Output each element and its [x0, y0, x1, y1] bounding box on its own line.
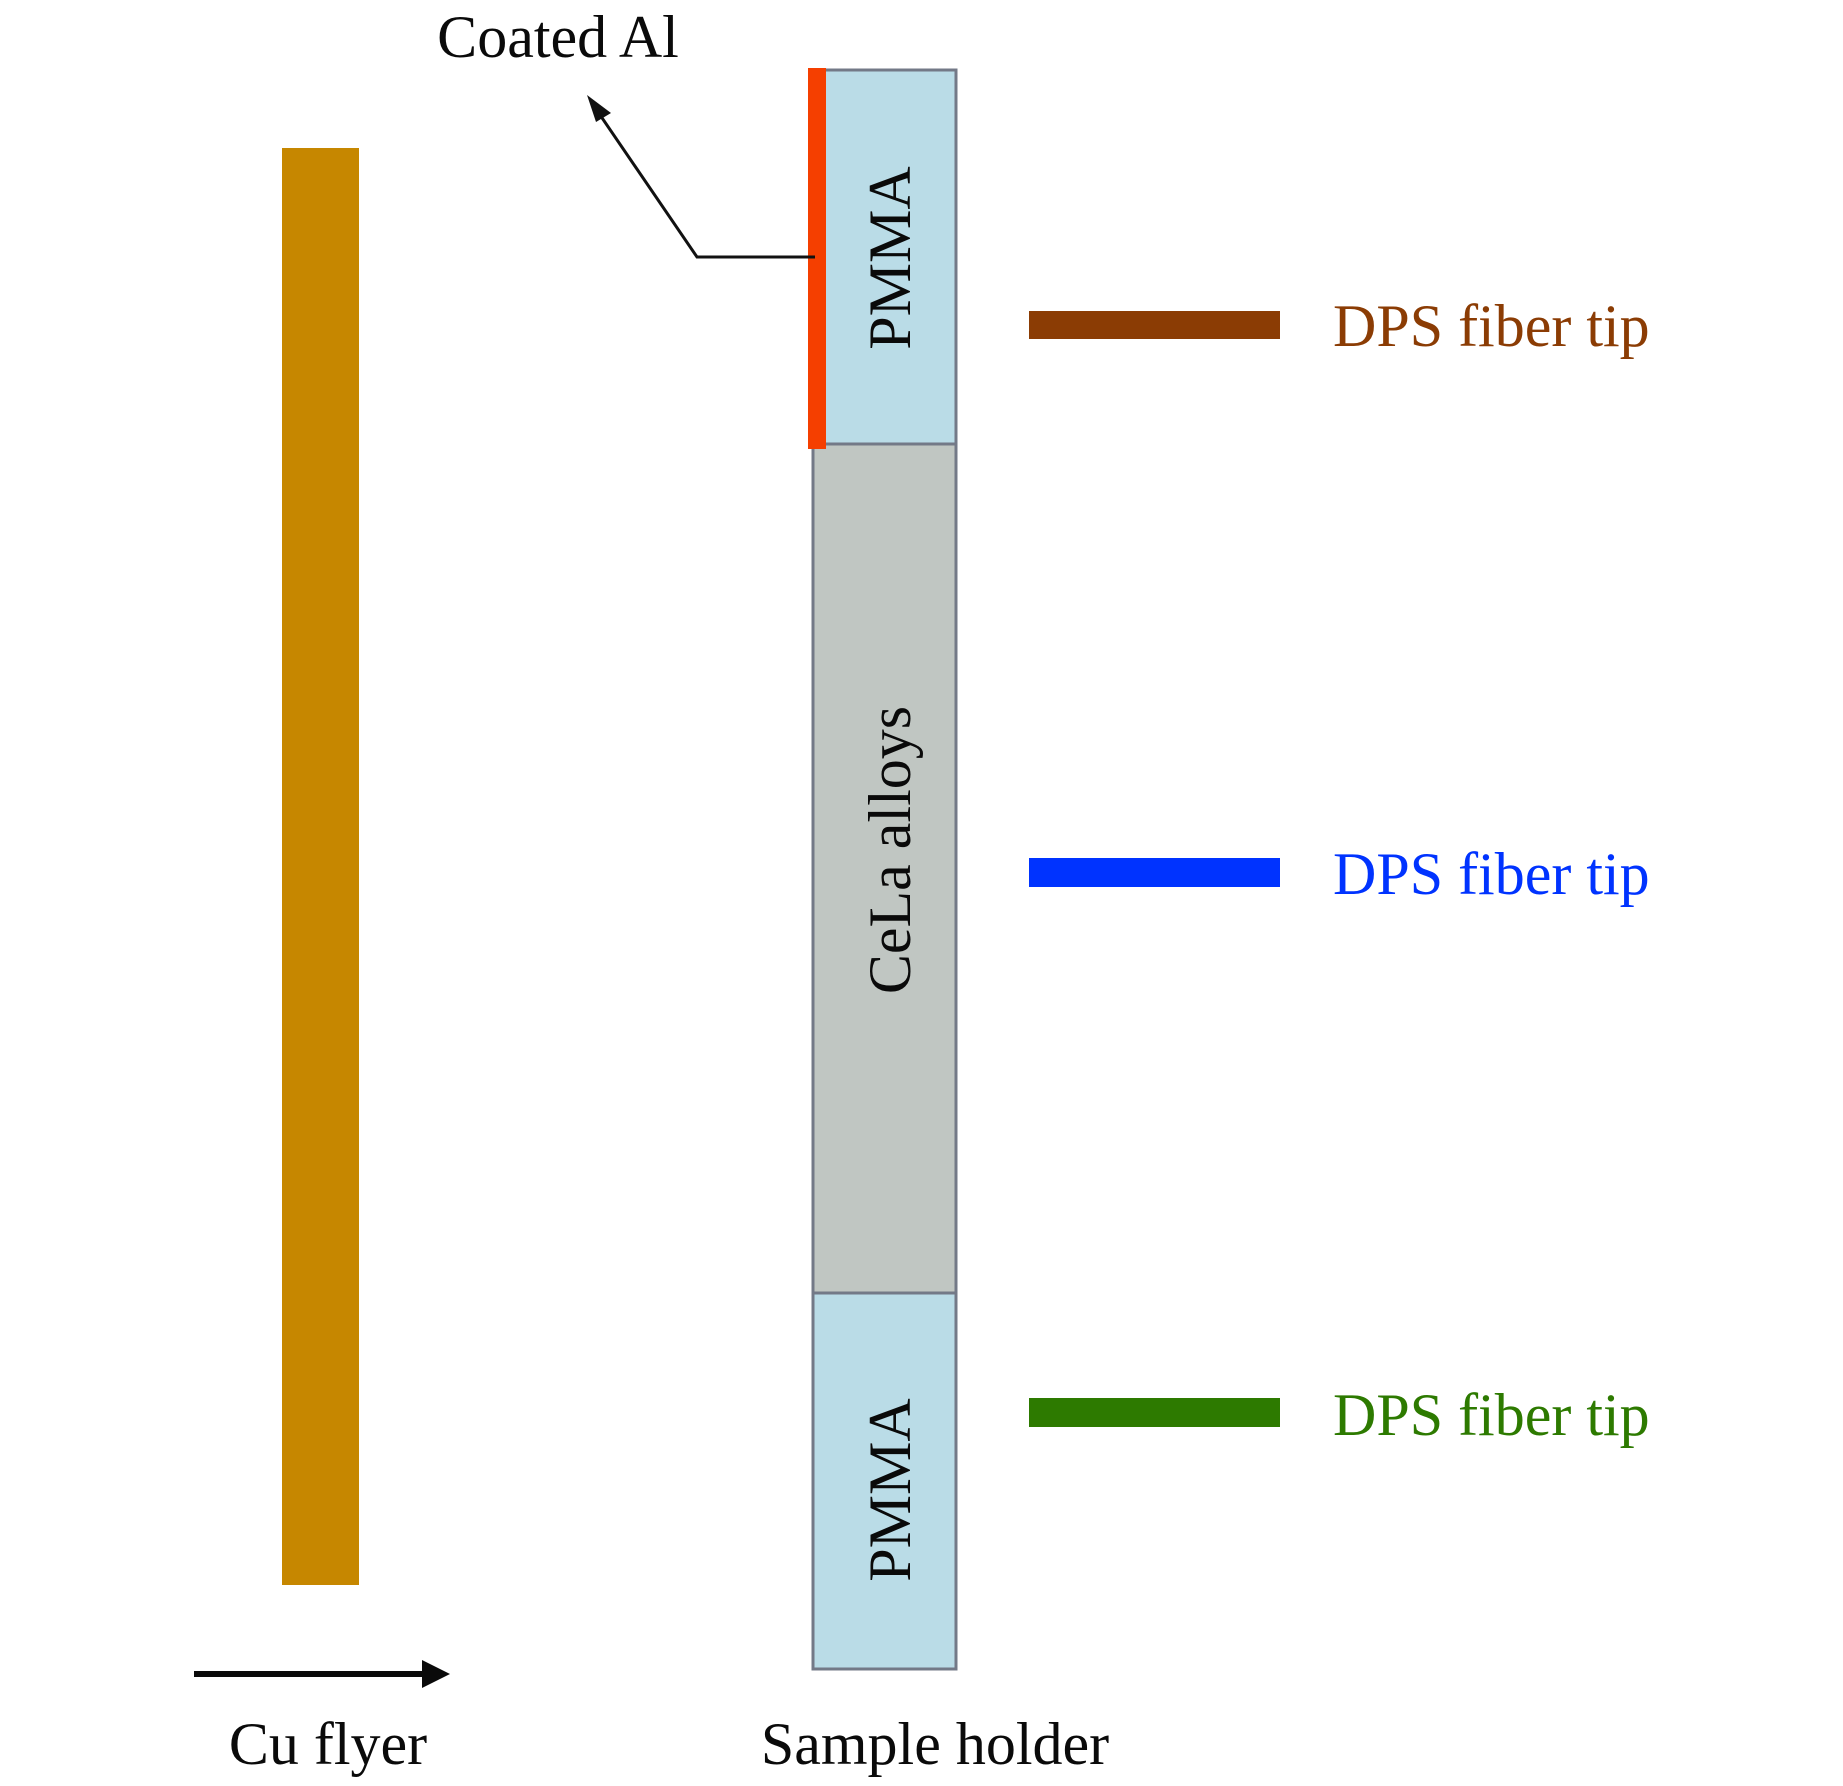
bottom-pmma-label: PMMA: [857, 1398, 923, 1581]
cu-flyer-plate: [282, 148, 359, 1585]
fiber-tip-bar: [1029, 858, 1280, 887]
sample-holder-label: Sample holder: [761, 1711, 1109, 1777]
fiber-tip-middle: DPS fiber tip: [1029, 841, 1650, 907]
coated-al-callout: [587, 95, 815, 259]
cela-alloy-layer: [811, 442, 958, 1295]
callout-arrowhead-icon: [587, 95, 611, 122]
fiber-tip-bottom: DPS fiber tip: [1029, 1382, 1650, 1448]
cu-flyer-label: Cu flyer: [229, 1711, 427, 1777]
coated-al-label: Coated Al: [437, 4, 679, 70]
fiber-tip-bar: [1029, 311, 1280, 339]
fiber-tip-top: DPS fiber tip: [1029, 293, 1650, 359]
top-pmma-label: PMMA: [857, 166, 923, 349]
coated-al-strip: [808, 68, 826, 449]
fiber-tip-bar: [1029, 1398, 1280, 1427]
cela-alloy-label: CeLa alloys: [857, 706, 923, 994]
flyer-direction-arrow: [194, 1660, 450, 1688]
bottom-pmma-layer: [811, 1291, 958, 1671]
fiber-tip-label: DPS fiber tip: [1333, 841, 1650, 907]
fiber-tip-label: DPS fiber tip: [1333, 1382, 1650, 1448]
sample-holder: PMMA CeLa alloys PMMA: [811, 68, 958, 1671]
fiber-tip-label: DPS fiber tip: [1333, 293, 1650, 359]
